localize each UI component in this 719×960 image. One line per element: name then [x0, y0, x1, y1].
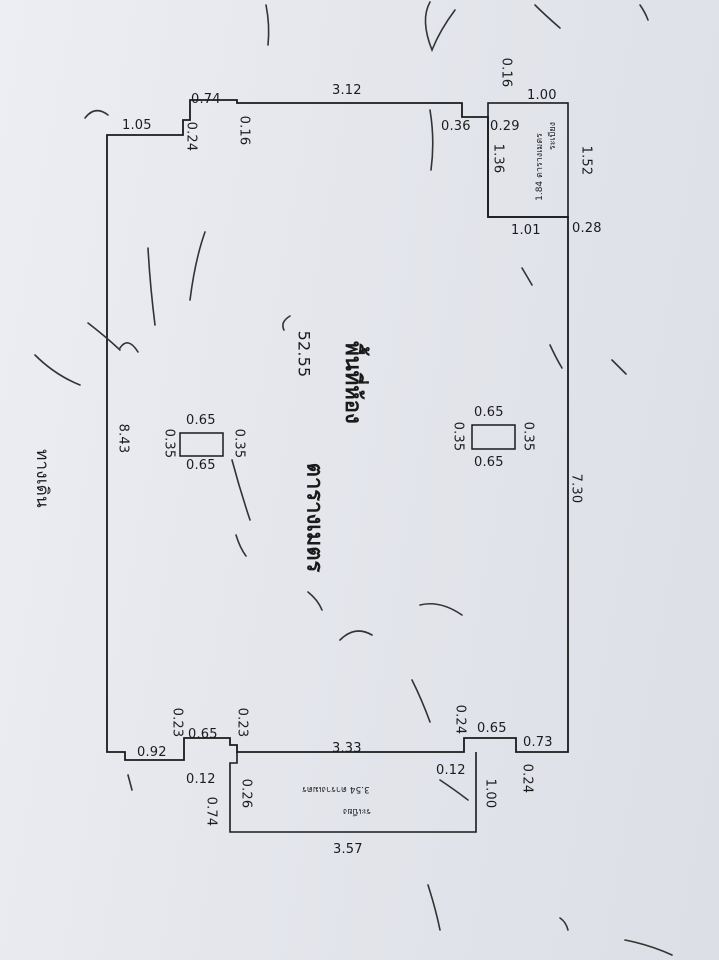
room-label: พื้นที่ห้อง — [339, 341, 365, 424]
room-area-value: 52.55 — [294, 330, 314, 378]
dimension-label: 0.23 — [234, 707, 250, 738]
pen-mark — [84, 109, 109, 119]
dimension-label: 1.01 — [511, 223, 541, 238]
dimension-label: 0.92 — [137, 745, 167, 760]
pen-mark — [534, 4, 561, 29]
column-dimension: 0.65 — [186, 458, 216, 473]
dimension-label: 0.36 — [441, 119, 471, 134]
column-dimension: 0.35 — [520, 421, 536, 452]
column-dimension: 0.65 — [474, 455, 504, 470]
pen-mark — [424, 1, 456, 53]
balcony-bottom-outline — [229, 752, 477, 833]
pen-mark — [339, 630, 373, 641]
pen-mark — [127, 774, 133, 791]
dimension-label: 0.24 — [519, 763, 535, 794]
dimension-bottom-wall: 3.33 — [332, 741, 362, 756]
dimension-left-wall: 8.43 — [115, 423, 131, 454]
pen-mark — [411, 679, 431, 723]
dimension-label: 0.65 — [188, 727, 218, 742]
dimension-label: 0.23 — [169, 707, 185, 738]
balcony-bottom-label: ระเบียง — [343, 806, 372, 816]
pen-mark — [549, 344, 563, 369]
dimension-label: 0.74 — [203, 796, 219, 827]
pen-mark — [282, 315, 291, 331]
pen-mark — [521, 267, 533, 286]
pen-mark — [147, 247, 156, 326]
pen-mark — [119, 342, 139, 353]
room-outline — [106, 99, 569, 761]
dimension-label: 0.16 — [236, 115, 252, 146]
pen-mark — [231, 459, 251, 521]
pen-mark — [439, 779, 469, 801]
dimension-label: 0.24 — [452, 704, 468, 735]
pen-mark — [611, 359, 627, 375]
column-left — [179, 432, 224, 457]
dimension-label: 1.05 — [122, 118, 152, 133]
dimension-top-wall: 3.12 — [332, 83, 362, 98]
pen-mark — [559, 917, 569, 931]
column-dimension: 0.35 — [450, 421, 466, 452]
dimension-label: 0.28 — [572, 221, 602, 236]
dimension-label: 0.12 — [436, 763, 466, 778]
room-area-unit: ตารางเมตร — [301, 462, 327, 573]
dimension-label: 1.36 — [490, 143, 506, 174]
column-dimension: 0.35 — [161, 428, 177, 459]
balcony-bottom-area: 3.54 ตารางเมตร — [302, 784, 370, 794]
dimension-label: 0.74 — [191, 92, 221, 107]
dimension-right-wall: 7.30 — [568, 473, 584, 504]
pen-mark — [34, 354, 81, 386]
pen-mark — [624, 939, 673, 956]
pen-mark — [639, 4, 649, 21]
walkway-label: ทางเดิน — [31, 449, 52, 508]
pen-mark — [429, 109, 434, 171]
balcony-top-outline — [487, 102, 569, 218]
dimension-label: 0.65 — [477, 721, 507, 736]
balcony-top-area: 1.84 ตารางเมตร — [534, 133, 545, 201]
pen-mark — [235, 534, 247, 557]
pen-mark — [307, 591, 323, 611]
pen-mark — [265, 4, 270, 46]
pen-mark — [427, 884, 441, 931]
dimension-label: 0.73 — [523, 735, 553, 750]
pen-mark — [87, 322, 121, 351]
dimension-label: 1.52 — [578, 145, 594, 176]
dimension-label: 0.29 — [490, 119, 520, 134]
dimension-label: 0.26 — [238, 778, 254, 809]
column-right — [471, 424, 516, 450]
column-dimension: 0.65 — [474, 405, 504, 420]
column-dimension: 0.65 — [186, 413, 216, 428]
dimension-label: 0.24 — [183, 121, 199, 152]
pen-mark — [189, 231, 206, 301]
balcony-top-label: ระเบียง — [548, 121, 559, 151]
dimension-label: 1.00 — [527, 88, 557, 103]
dimension-label: 0.12 — [186, 772, 216, 787]
column-dimension: 0.35 — [231, 428, 247, 459]
dimension-label: 0.16 — [498, 57, 514, 88]
pen-mark — [419, 602, 463, 616]
dimension-balcony-bottom: 3.57 — [333, 842, 363, 857]
dimension-label: 1.00 — [482, 778, 498, 809]
